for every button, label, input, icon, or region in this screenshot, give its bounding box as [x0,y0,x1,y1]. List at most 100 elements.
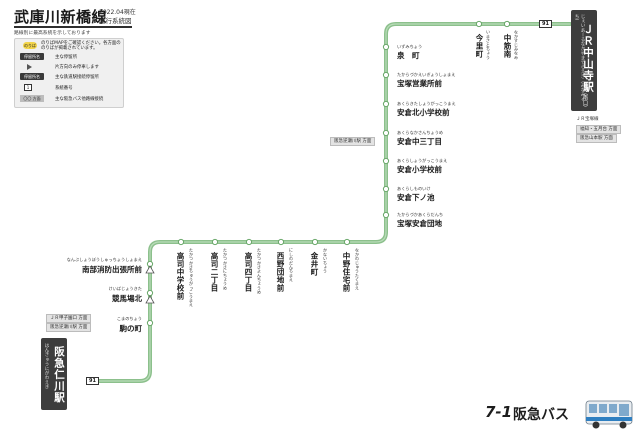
stop-akura-shogakko[interactable]: 安倉小学校前 [397,165,442,174]
connection-box: 阪急逆瀬川駅 方面 [330,137,376,146]
stop-dot [382,100,390,108]
legend-grey-symbol: 〇〇 方面 [20,95,44,102]
terminal-name: 阪急仁川駅 [53,346,65,404]
page-title: 武庫川新橋線 [14,8,108,26]
terminal-name: ＪＲ中山寺駅 [582,24,594,93]
terminal-jr-nakayamadera[interactable]: じぇいあーるなかやまでらえき（みなみぐち） ＪＲ中山寺駅 （南口） [571,10,597,111]
connection-box: ＪＲ甲子園口 方面 [46,314,92,323]
terminal-hankyu-nigawa[interactable]: はんきゅうにがわえき 阪急仁川駅 [41,338,67,410]
stop-dot [382,185,390,193]
legend-number-symbol: 1 [24,84,32,91]
legend-label: 主な阪急バス他路線接続 [55,97,104,102]
stop-keibajo-kita[interactable]: 競馬場北 [112,294,142,303]
stop-takatsukasa-chugakko[interactable]: 高司中学校前 [176,252,185,300]
stop-ruby: いずみちょう [397,44,423,49]
stop-ruby: たからづかえいぎょうしょまえ [397,72,456,77]
legend-row: 片方向のみ停車します [15,62,123,71]
legend-row: 停留所名 主な停留所 [15,52,123,61]
legend-yellow-symbol: のりば [23,42,37,49]
stop-imasato-cho[interactable]: 今里町 [475,34,484,58]
stop-dot [146,289,154,297]
stop-dot [382,211,390,219]
stop-ruby: かないちょう [323,248,328,274]
stop-dot [343,238,351,246]
stop-ruby: あくらきたしょうがっこうまえ [397,101,456,106]
stop-akura-naka-3[interactable]: 安倉中三丁目 [397,137,442,146]
stop-takarazuka-eigyosho[interactable]: 宝塚営業所前 [397,79,442,88]
stop-ruby: たからづかあくらだんち [397,212,444,217]
stop-dot [211,238,219,246]
connection-box: 福知・五月台 方面 [576,125,622,134]
stop-dot [245,238,253,246]
legend-black-symbol: 停留所名 [20,73,44,80]
stop-ruby: けいばじょうきた [108,286,142,291]
stop-ruby: たかつかさちゅうがっこうまえ [189,248,194,307]
stop-ruby: こまのちょう [116,316,142,321]
stop-dot [311,238,319,246]
stop-dot [382,43,390,51]
route-number-badge: 91 [539,20,552,28]
stop-dot [503,20,511,28]
stop-dots [146,20,511,327]
legend-row: のりば のりばMAPをご確認ください。各方面ののりばが掲載されています。 [15,41,123,51]
stop-takarazuka-akura-danchi[interactable]: 宝塚安倉団地 [397,219,442,228]
terminal-ruby: はんきゅうにがわえき [44,343,49,389]
stop-ruby: あくらなかさんちょうめ [397,130,444,135]
stop-dot [382,71,390,79]
as-of-date: 2022.04現在 [99,9,136,16]
stop-dot [277,238,285,246]
stop-ruby: たかつかさよんちょうめ [257,248,262,295]
stop-ruby: いまさとちょう [486,30,491,60]
stop-nanbu-shobo[interactable]: 南部消防出張所前 [82,265,142,274]
hankyu-bus-logo-mark: 7-1 [485,403,513,421]
stop-akura-kita-shogakko[interactable]: 安倉北小学校前 [397,108,450,117]
stop-ruby: たかつかさにちょうめ [223,248,228,290]
triangle-icon [27,64,32,70]
stop-kanai-cho[interactable]: 金井町 [310,252,319,276]
legend-label: 主な停留所 [55,55,77,60]
stop-dot [146,319,154,327]
legend-label: 片方向のみ停車します [55,65,99,70]
terminal-sub: （南口） [582,90,588,110]
one-way-triangle [145,265,155,274]
stop-akura-shimonoike[interactable]: 安倉下ノ池 [397,193,435,202]
connection-box: 阪急山本駅 方面 [576,134,617,143]
terminal-ruby: じぇいあーるなかやまでらえき（みなみぐち） [574,14,585,102]
legend-label: のりばMAPをご確認ください。各方面ののりばが掲載されています。 [41,41,121,51]
stop-dot [475,20,483,28]
route-line [87,22,572,383]
title-underline [14,26,132,28]
stop-ruby: なんぶしょうぼうしゅっちょうしょまえ [66,257,142,262]
route-line-inner [88,23,571,382]
stop-ruby: なかすじみなみ [514,30,519,60]
legend-label: 主な鉄道駅接続停留所 [55,75,99,80]
stop-ruby: なかのじゅうたくまえ [355,248,360,290]
one-way-triangle [145,295,155,304]
stop-koma-no-cho[interactable]: 駒の町 [119,324,143,333]
stop-takatsukasa-4[interactable]: 高司四丁目 [244,252,253,292]
legend-black-symbol: 停留所名 [20,53,44,60]
hankyu-bus-logo-text: 阪急バス [513,407,569,423]
header-note: 路線別に最高系統を示しております [14,31,91,36]
route-number-badge: 91 [86,377,99,385]
connection-head: ＪＲ宝塚線 [576,117,599,122]
stop-ruby: あくらしょうがっこうまえ [397,158,448,163]
bus-illustration [585,400,633,429]
page-subtitle: 運行系統図 [99,17,132,25]
stop-nakasuji-minami[interactable]: 中筋南 [503,34,512,58]
stop-izumi-cho[interactable]: 泉 町 [397,51,420,60]
legend-row: 停留所名 主な鉄道駅接続停留所 [15,72,123,81]
stop-takatsukasa-2[interactable]: 高司二丁目 [210,252,219,292]
stop-dot [382,129,390,137]
legend-box: のりば のりばMAPをご確認ください。各方面ののりばが掲載されています。 停留所… [14,38,124,108]
stop-nishino-danchi[interactable]: 西野団地前 [276,252,285,292]
stop-dot [177,238,185,246]
legend-row: 〇〇 方面 主な阪急バス他路線接続 [15,94,123,103]
connection-box: 阪急逆瀬川駅 方面 [46,323,92,332]
stop-ruby: あくらしものいけ [397,186,431,191]
legend-row: 1 系統番号 [15,83,123,92]
legend-label: 系統番号 [55,86,73,91]
stop-dot [382,157,390,165]
stop-nakano-jutaku[interactable]: 中野住宅前 [342,252,351,292]
